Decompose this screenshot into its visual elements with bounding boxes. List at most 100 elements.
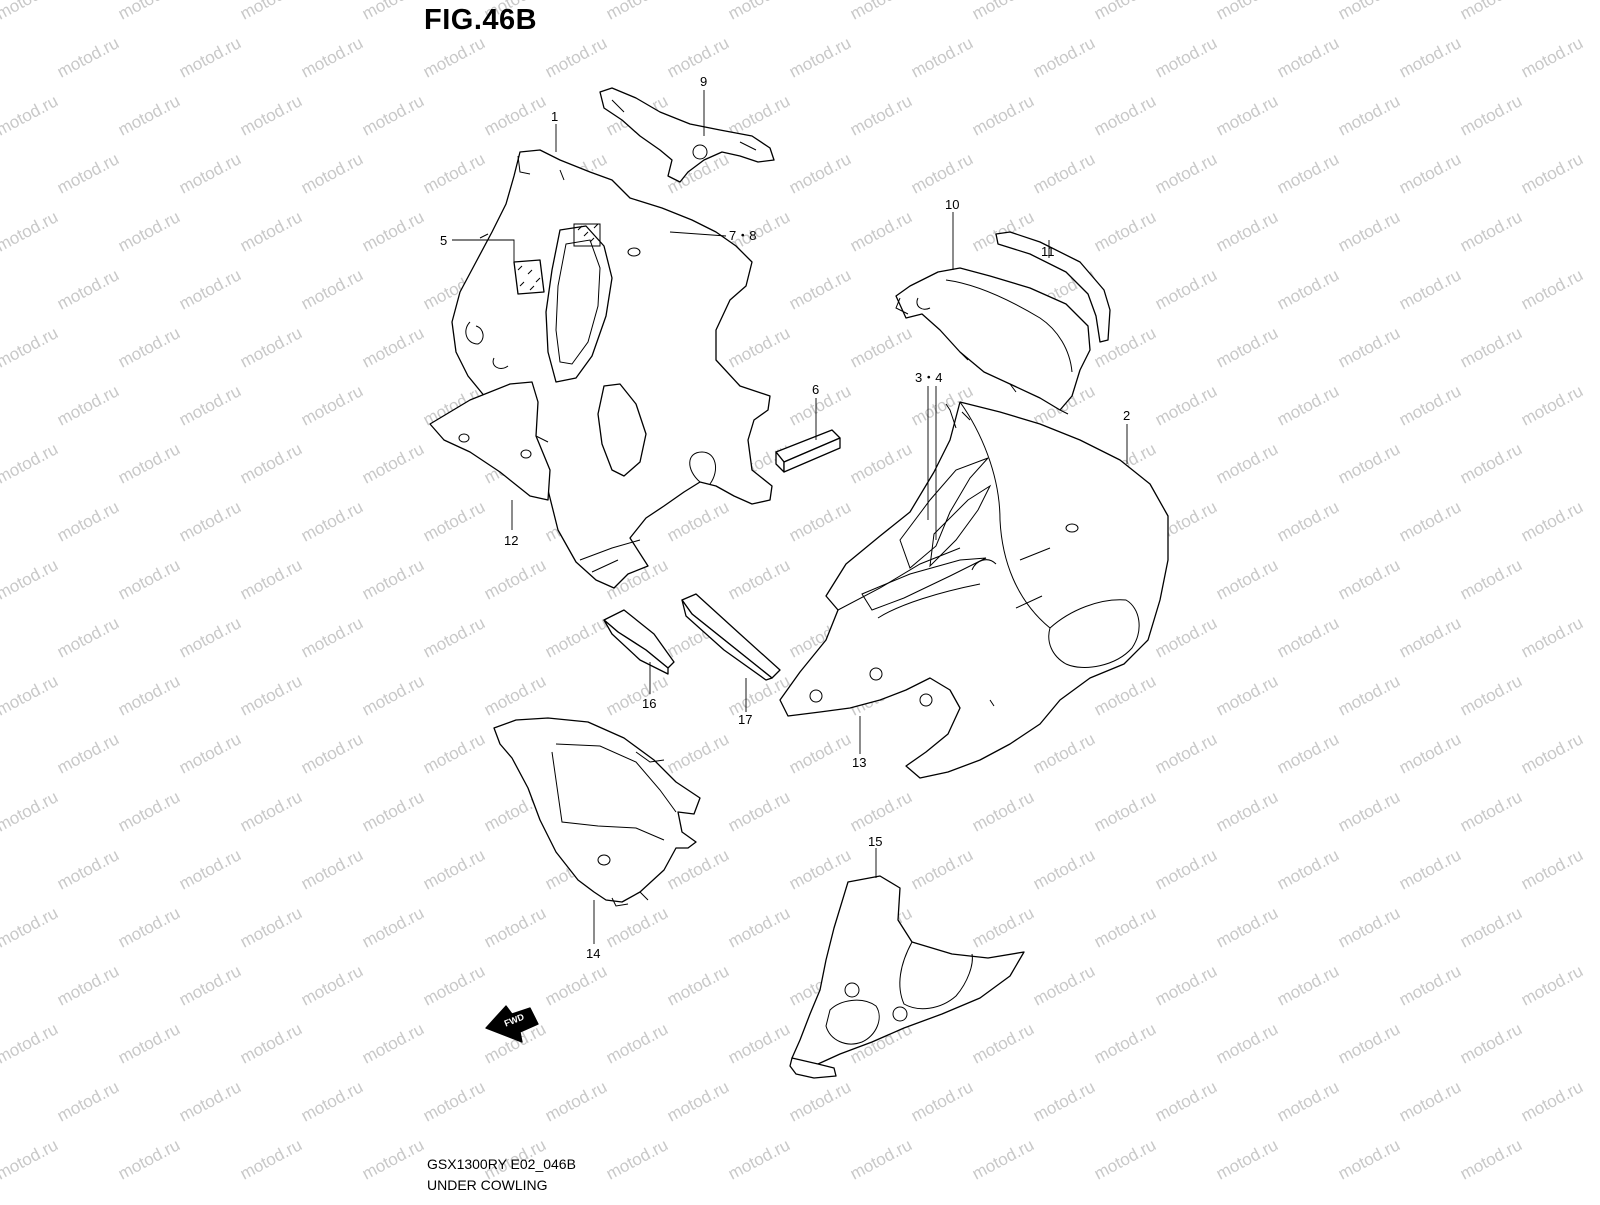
watermark-text: motod.ru bbox=[1457, 1135, 1525, 1183]
part-14[interactable] bbox=[493, 717, 701, 907]
watermark-text: motod.ru bbox=[115, 91, 183, 139]
watermark-text: motod.ru bbox=[359, 439, 427, 487]
watermark-text: motod.ru bbox=[54, 1077, 122, 1125]
watermark-text: motod.ru bbox=[1213, 207, 1281, 255]
watermark-text: motod.ru bbox=[1213, 903, 1281, 951]
watermark-text: motod.ru bbox=[1457, 671, 1525, 719]
watermark-text: motod.ru bbox=[1030, 33, 1098, 81]
watermark-text: motod.ru bbox=[1152, 729, 1220, 777]
watermark-text: motod.ru bbox=[298, 33, 366, 81]
watermark-text: motod.ru bbox=[1518, 961, 1586, 1009]
watermark-text: motod.ru bbox=[1335, 323, 1403, 371]
part-15[interactable] bbox=[789, 875, 1025, 1079]
part-10[interactable] bbox=[895, 267, 1091, 415]
watermark-text: motod.ru bbox=[1152, 149, 1220, 197]
watermark-text: motod.ru bbox=[786, 497, 854, 545]
watermark-text: motod.ru bbox=[298, 961, 366, 1009]
watermark-text: motod.ru bbox=[1274, 381, 1342, 429]
watermark-text: motod.ru bbox=[0, 671, 61, 719]
watermark-text: motod.ru bbox=[1152, 845, 1220, 893]
watermark-text: motod.ru bbox=[1091, 1019, 1159, 1067]
watermark-text: motod.ru bbox=[1518, 265, 1586, 313]
part-11[interactable] bbox=[995, 231, 1111, 343]
watermark-text: motod.ru bbox=[481, 91, 549, 139]
watermark-text: motod.ru bbox=[1213, 671, 1281, 719]
watermark-text: motod.ru bbox=[359, 0, 427, 24]
watermark-text: motod.ru bbox=[908, 1077, 976, 1125]
watermark-text: motod.ru bbox=[0, 903, 61, 951]
watermark-text: motod.ru bbox=[969, 91, 1037, 139]
watermark-text: motod.ru bbox=[847, 323, 915, 371]
watermark-text: motod.ru bbox=[54, 961, 122, 1009]
watermark-text: motod.ru bbox=[1152, 265, 1220, 313]
watermark-text: motod.ru bbox=[725, 0, 793, 24]
watermark-text: motod.ru bbox=[1091, 207, 1159, 255]
watermark-text: motod.ru bbox=[1152, 961, 1220, 1009]
watermark-text: motod.ru bbox=[1152, 613, 1220, 661]
watermark-text: motod.ru bbox=[1335, 1019, 1403, 1067]
watermark-text: motod.ru bbox=[1457, 0, 1525, 24]
watermark-text: motod.ru bbox=[1030, 1077, 1098, 1125]
watermark-text: motod.ru bbox=[0, 207, 61, 255]
watermark-text: motod.ru bbox=[54, 381, 122, 429]
watermark-text: motod.ru bbox=[1335, 0, 1403, 24]
watermark-text: motod.ru bbox=[1457, 787, 1525, 835]
watermark-text: motod.ru bbox=[420, 729, 488, 777]
watermark-text: motod.ru bbox=[359, 207, 427, 255]
part-1[interactable] bbox=[451, 149, 773, 589]
watermark-text: motod.ru bbox=[786, 33, 854, 81]
watermark-text: motod.ru bbox=[237, 0, 305, 24]
watermark-text: motod.ru bbox=[0, 787, 61, 835]
watermark-text: motod.ru bbox=[1518, 381, 1586, 429]
part-6[interactable] bbox=[775, 429, 841, 473]
watermark-text: motod.ru bbox=[359, 903, 427, 951]
watermark-text: motod.ru bbox=[298, 845, 366, 893]
section-name: UNDER COWLING bbox=[427, 1177, 548, 1193]
watermark-text: motod.ru bbox=[176, 845, 244, 893]
watermark-text: motod.ru bbox=[1518, 1077, 1586, 1125]
part-16[interactable] bbox=[603, 609, 675, 675]
watermark-text: motod.ru bbox=[298, 497, 366, 545]
watermark-text: motod.ru bbox=[1030, 845, 1098, 893]
watermark-text: motod.ru bbox=[115, 1019, 183, 1067]
watermark-text: motod.ru bbox=[176, 1077, 244, 1125]
watermark-text: motod.ru bbox=[847, 0, 915, 24]
watermark-text: motod.ru bbox=[176, 613, 244, 661]
watermark-text: motod.ru bbox=[1518, 497, 1586, 545]
watermark-text: motod.ru bbox=[786, 149, 854, 197]
watermark-text: motod.ru bbox=[237, 1135, 305, 1183]
watermark-text: motod.ru bbox=[359, 787, 427, 835]
callout-11: 11 bbox=[1041, 244, 1055, 259]
part-2[interactable] bbox=[779, 401, 1169, 779]
callout-10: 10 bbox=[945, 197, 959, 212]
watermark-text: motod.ru bbox=[1152, 1077, 1220, 1125]
watermark-text: motod.ru bbox=[603, 903, 671, 951]
watermark-text: motod.ru bbox=[359, 1019, 427, 1067]
watermark-text: motod.ru bbox=[847, 787, 915, 835]
watermark-text: motod.ru bbox=[237, 903, 305, 951]
watermark-text: motod.ru bbox=[969, 1135, 1037, 1183]
watermark-layer: motod.ru motod.ru motod.ru motod.ru motod.ru… bbox=[0, 0, 1586, 1184]
watermark-text: motod.ru bbox=[725, 555, 793, 603]
watermark-text: motod.ru bbox=[1274, 497, 1342, 545]
watermark-text: motod.ru bbox=[176, 149, 244, 197]
watermark-text: motod.ru bbox=[1518, 845, 1586, 893]
watermark-text: motod.ru bbox=[1457, 207, 1525, 255]
watermark-text: motod.ru bbox=[176, 265, 244, 313]
watermark-text: motod.ru bbox=[1335, 207, 1403, 255]
part-12[interactable] bbox=[429, 381, 551, 501]
watermark-text: motod.ru bbox=[664, 961, 732, 1009]
watermark-text: motod.ru bbox=[1213, 1019, 1281, 1067]
callout-2: 2 bbox=[1123, 408, 1130, 423]
callout-12: 12 bbox=[504, 533, 518, 548]
watermark-text: motod.ru bbox=[54, 613, 122, 661]
callout-16: 16 bbox=[642, 696, 656, 711]
watermark-text: motod.ru bbox=[1396, 381, 1464, 429]
part-5[interactable] bbox=[513, 259, 545, 295]
part-17[interactable] bbox=[681, 593, 781, 681]
watermark-text: motod.ru bbox=[1335, 1135, 1403, 1183]
watermark-text: motod.ru bbox=[1457, 323, 1525, 371]
part-9[interactable] bbox=[599, 87, 775, 183]
watermark-text: motod.ru bbox=[1274, 33, 1342, 81]
watermark-text: motod.ru bbox=[969, 787, 1037, 835]
